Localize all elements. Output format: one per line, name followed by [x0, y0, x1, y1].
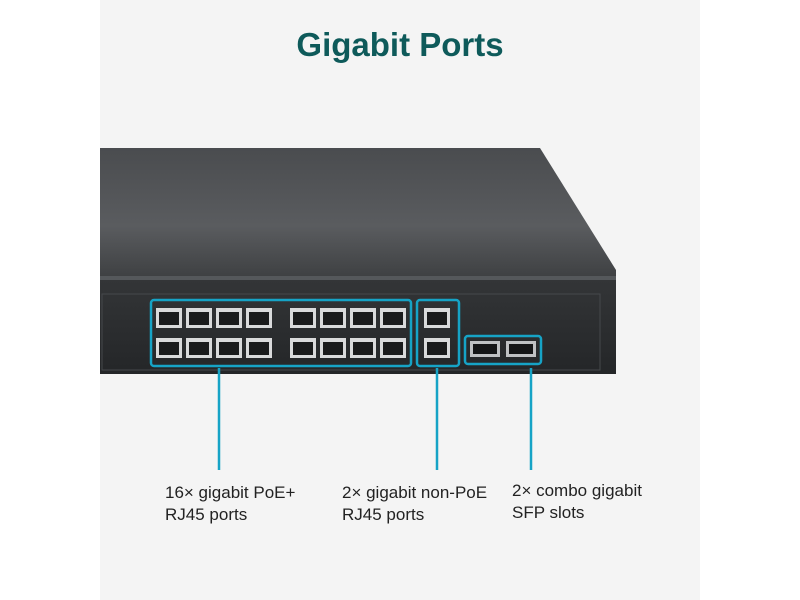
poe-port-4: [186, 338, 212, 358]
callout-sfp-line2: SFP slots: [512, 503, 585, 522]
sfp-slot-2: [506, 341, 536, 357]
nonpoe-port-1-socket: [427, 312, 447, 325]
poe-port-1-socket: [159, 312, 179, 325]
poe-port-6-socket: [219, 342, 239, 355]
highlight-nonpoe-ports: [415, 298, 461, 368]
highlight-container: [149, 298, 543, 368]
callout-poe-line1: 16× gigabit PoE+: [165, 483, 296, 502]
switch-top-surface: [100, 148, 616, 278]
nonpoe-port-2-socket: [427, 342, 447, 355]
callout-sfp-slots: 2× combo gigabit SFP slots: [512, 480, 642, 524]
poe-port-5-socket: [219, 312, 239, 325]
poe-port-11-socket: [323, 312, 343, 325]
sfp-slot-1-slot: [473, 344, 497, 354]
nonpoe-port-1: [424, 308, 450, 328]
poe-port-13-socket: [353, 312, 373, 325]
poe-port-10-socket: [293, 342, 313, 355]
poe-port-9-socket: [293, 312, 313, 325]
page-title: Gigabit Ports: [296, 26, 504, 63]
callout-nonpoe-line2: RJ45 ports: [342, 505, 425, 524]
poe-port-15: [380, 308, 406, 328]
poe-port-2: [156, 338, 182, 358]
poe-port-7-socket: [249, 312, 269, 325]
highlight-poe-ports: [149, 298, 413, 368]
port-group-container: [156, 308, 536, 358]
poe-port-11: [320, 308, 346, 328]
poe-port-13: [350, 308, 376, 328]
callout-poe-ports: 16× gigabit PoE+ RJ45 ports: [165, 482, 295, 526]
poe-port-16: [380, 338, 406, 358]
poe-port-7: [246, 308, 272, 328]
callout-nonpoe-line1: 2× gigabit non-PoE: [342, 483, 488, 502]
poe-port-5: [216, 308, 242, 328]
poe-port-12-socket: [323, 342, 343, 355]
nonpoe-port-2: [424, 338, 450, 358]
switch-front-inset: [101, 293, 601, 371]
poe-port-8-socket: [249, 342, 269, 355]
poe-port-3-socket: [189, 312, 209, 325]
poe-port-6: [216, 338, 242, 358]
callout-sfp-line1: 2× combo gigabit: [512, 481, 642, 500]
poe-port-3: [186, 308, 212, 328]
callout-nonpoe-ports: 2× gigabit non-PoE RJ45 ports: [342, 482, 487, 526]
callout-poe-line2: RJ45 ports: [165, 505, 248, 524]
poe-port-15-socket: [383, 312, 403, 325]
poe-port-8: [246, 338, 272, 358]
sfp-slot-1: [470, 341, 500, 357]
poe-port-1: [156, 308, 182, 328]
switch-edge: [100, 276, 616, 280]
poe-port-14: [350, 338, 376, 358]
poe-port-10: [290, 338, 316, 358]
switch-illustration: [100, 148, 616, 374]
poe-port-4-socket: [189, 342, 209, 355]
poe-port-2-socket: [159, 342, 179, 355]
poe-port-14-socket: [353, 342, 373, 355]
sfp-slot-2-slot: [509, 344, 533, 354]
poe-port-12: [320, 338, 346, 358]
highlight-sfp-slots: [463, 334, 543, 366]
poe-port-16-socket: [383, 342, 403, 355]
poe-port-9: [290, 308, 316, 328]
